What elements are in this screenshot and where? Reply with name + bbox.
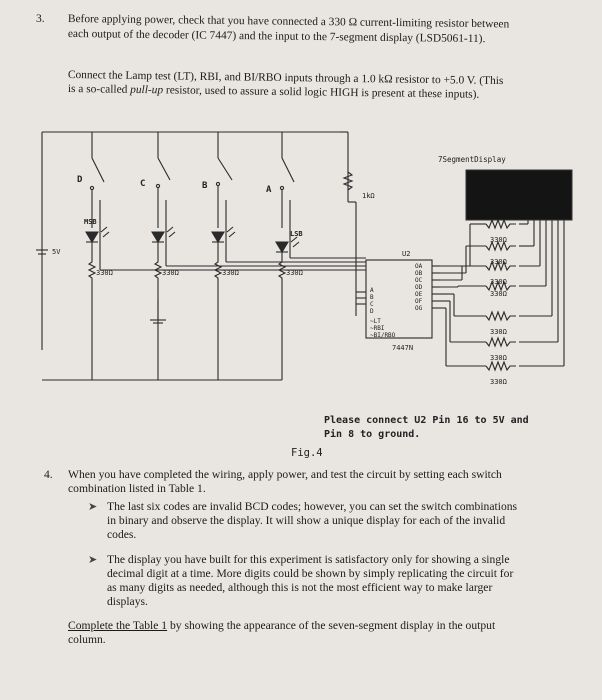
- switch-label-b: B: [202, 181, 208, 191]
- ic-input-c: C: [370, 301, 374, 308]
- display-title: 7SegmentDisplay: [438, 155, 506, 164]
- seg-resistor-label-b: 330Ω: [490, 258, 507, 266]
- pullup-emphasis: pull-up: [130, 83, 164, 97]
- lsb-label: LSB: [290, 230, 303, 238]
- seg-resistor-label-a: 330Ω: [490, 236, 507, 244]
- ic-input-d: D: [370, 308, 374, 315]
- bullet-arrow-icon: ➤: [88, 501, 98, 513]
- switch-label-a: A: [266, 185, 272, 195]
- bullet-1-line-3: codes.: [107, 528, 137, 541]
- bullet-2-line-2: decimal digit at a time. More digits cou…: [107, 567, 514, 580]
- seven-segment-display: [466, 170, 572, 220]
- switch-label-c: C: [140, 179, 145, 189]
- closing-line-2: column.: [68, 633, 106, 646]
- seg-resistor-label-e: 330Ω: [490, 328, 507, 336]
- figure-caption: Fig.4: [291, 447, 323, 459]
- bullet-2-line-1: The display you have built for this expe…: [107, 553, 510, 566]
- bullet-2-line-3: as many digits as needed, although this …: [107, 581, 493, 594]
- ic-output-of: OF: [415, 298, 423, 305]
- table-1-link[interactable]: Complete the Table 1: [68, 619, 168, 632]
- pullup-label: 1kΩ: [362, 192, 375, 200]
- item-4-line-1: When you have completed the wiring, appl…: [68, 468, 502, 481]
- ic-output-oe: OE: [415, 291, 423, 298]
- ic-output-ob: OB: [415, 270, 423, 277]
- bullet-1-line-2: in binary and observe the display. It wi…: [107, 514, 506, 527]
- ic-input-birbo: ~BI/RBO: [370, 332, 396, 339]
- bullet-1-line-1: The last six codes are invalid BCD codes…: [107, 500, 518, 513]
- seg-resistor-label-d: 330Ω: [490, 290, 507, 298]
- item-3-number: 3.: [36, 12, 45, 25]
- bullet-arrow-icon: ➤: [88, 554, 98, 566]
- led-resistor-label-c: 330Ω: [162, 269, 179, 277]
- msb-label: MSB: [84, 218, 97, 226]
- closing-line-1: Complete the Table 1 by showing the appe…: [68, 619, 496, 632]
- ic-part: 7447N: [392, 344, 413, 352]
- seg-resistor-label-c: 330Ω: [490, 278, 507, 286]
- ic-name: U2: [402, 250, 410, 258]
- ic-input-lt: ~LT: [370, 318, 381, 325]
- seg-resistor-label-g: 330Ω: [490, 378, 507, 386]
- ic-output-od: OD: [415, 284, 423, 291]
- ic-output-oc: OC: [415, 277, 423, 284]
- supply-label: 5V: [52, 248, 61, 256]
- switch-label-d: D: [77, 175, 83, 185]
- ic-input-b: B: [370, 294, 374, 301]
- wiring-note-line-2: Pin 8 to ground.: [324, 428, 420, 440]
- seg-resistor-label-f: 330Ω: [490, 354, 507, 362]
- item-4-line-2: combination listed in Table 1.: [68, 482, 206, 495]
- ic-output-og: OG: [415, 305, 423, 312]
- circuit-figure: 7SegmentDisplay D C B A MSB LSB 5V 1kΩ 3…: [36, 131, 573, 459]
- led-resistor-label-b: 330Ω: [222, 269, 239, 277]
- ic-input-rbi: ~RBI: [370, 325, 385, 332]
- led-resistor-label-d: 330Ω: [96, 269, 113, 277]
- bullet-2-line-4: displays.: [107, 595, 148, 608]
- wiring-note-line-1: Please connect U2 Pin 16 to 5V and: [324, 414, 529, 426]
- item-4-number: 4.: [44, 468, 53, 481]
- ic-input-a: A: [370, 287, 374, 294]
- ic-output-oa: OA: [415, 263, 423, 270]
- led-resistor-label-a: 330Ω: [286, 269, 303, 277]
